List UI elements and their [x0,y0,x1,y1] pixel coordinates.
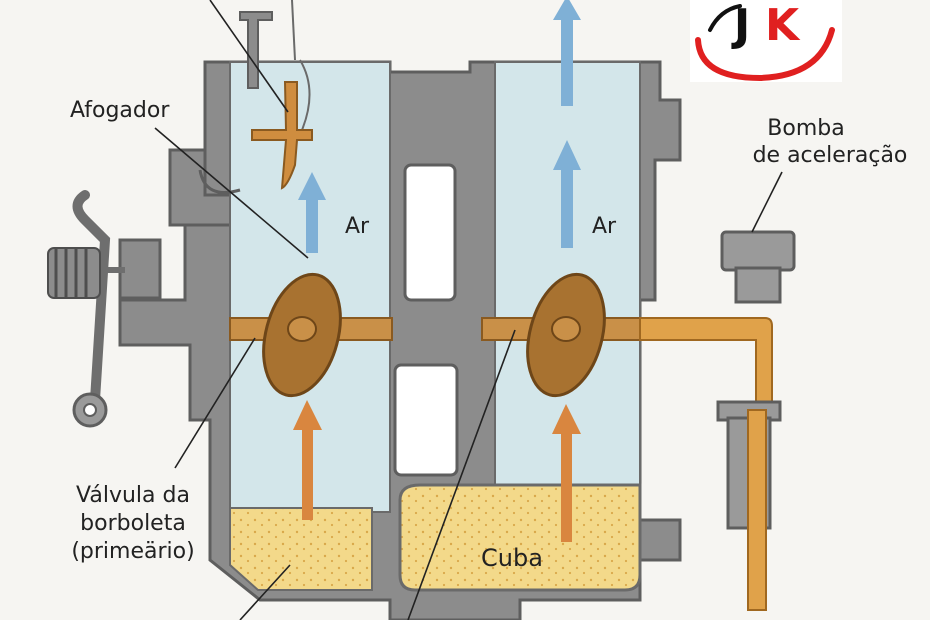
primary-butterfly-valve [262,272,342,398]
air-flow-arrow-secondary-low [553,140,581,248]
secondary-butterfly-valve [526,272,606,398]
logo-letter-j: J [731,0,750,51]
label-bomba-line2: de aceleração [753,143,908,168]
label-ar-left: Ar [345,214,370,239]
label-valvula-line3: (primeärio) [71,539,194,564]
label-afogador: Afogador [70,98,170,123]
fuel-flow-arrow-primary [293,400,322,520]
jk-logo: J K [690,0,842,82]
label-valvula-line2: borboleta [80,511,186,536]
choke-lever [239,0,311,131]
return-spring-icon [47,247,101,299]
primary-fuel-reservoir [229,507,373,591]
label-cuba: Cuba [481,544,543,572]
logo-letter-k: K [765,0,801,51]
throttle-linkage [72,190,125,428]
air-flow-arrow-secondary-top [553,0,581,106]
accelerator-pump [639,230,796,611]
label-ar-right: Ar [592,214,617,239]
jk-logo-mark: J K [695,0,835,82]
choke-rod [198,169,241,194]
label-bomba-line1: Bomba [767,116,844,141]
cuba-float-bowl [398,483,642,592]
choke-valve [251,81,313,190]
leader-lines [154,0,783,620]
label-valvula-line1: Válvula da [76,483,190,508]
fuel-flow-arrow-secondary [552,404,581,542]
air-flow-arrow-primary [298,172,326,253]
